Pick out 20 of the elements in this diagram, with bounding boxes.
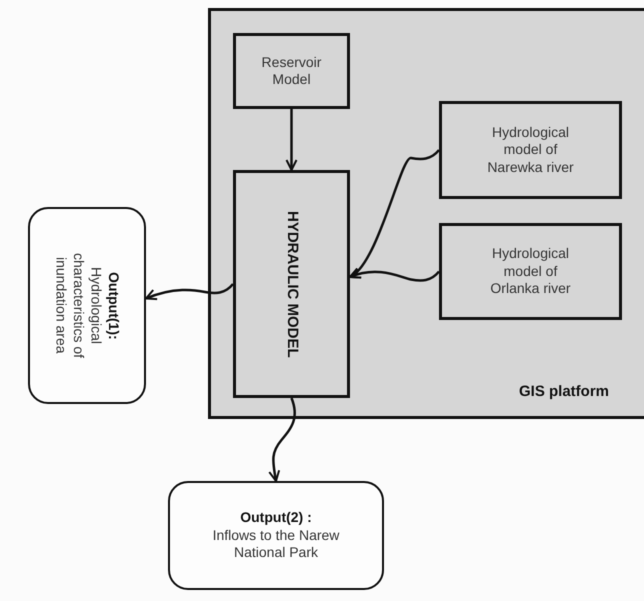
model-label: Hydrological model of Orlanka river [489, 245, 572, 298]
model-box [233, 170, 350, 398]
output-heading: Output(1): [105, 272, 122, 340]
model-label: Reservoir Model [260, 54, 322, 88]
arrow [268, 398, 296, 482]
output-box [28, 207, 146, 404]
model-label: Hydrological model of Narewka river [486, 124, 575, 176]
arrow [145, 283, 234, 300]
platform-label: GIS platform [518, 383, 609, 402]
output-box [168, 481, 384, 590]
arrow [349, 268, 440, 282]
model-label: HYDRAULIC MODEL [282, 210, 301, 358]
model-box [439, 101, 622, 199]
arrow [286, 109, 298, 171]
platform-panel [208, 8, 644, 419]
output-heading: Output(2) : [240, 509, 312, 527]
output-description: Inflows to the Narew National Park [212, 526, 340, 562]
output-description: Hydrological characteristics of inundation area [52, 252, 104, 360]
model-box [439, 223, 622, 320]
model-box [233, 33, 350, 109]
